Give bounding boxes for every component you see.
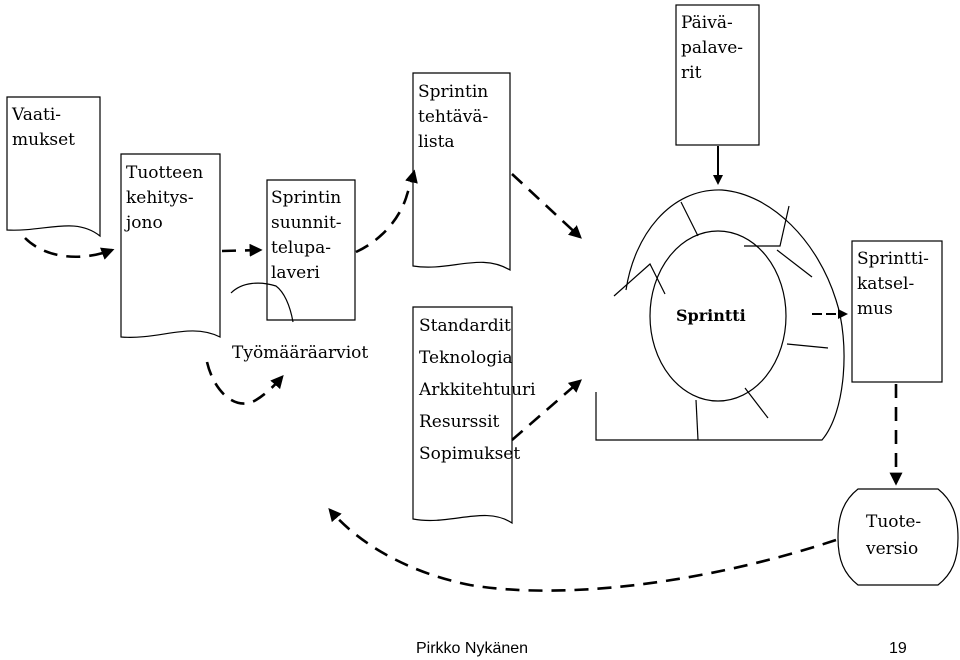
product-version-label: Tuote- versio xyxy=(865,512,927,559)
page-number: 19 xyxy=(889,640,907,657)
flow-backlog-to-estimates xyxy=(205,361,284,405)
flow-planning-to-sprint-backlog xyxy=(355,169,418,254)
daily-meetings-label: Päivä- palave- rit xyxy=(681,13,748,83)
sprint-label: Sprintti xyxy=(676,306,746,325)
sprint-cycle-outer-ring xyxy=(595,189,845,441)
sprint-backlog-document: Sprintin tehtävä- lista xyxy=(412,72,511,272)
estimates-label: Työmääräarviot xyxy=(232,343,368,363)
sprint-cycle-inner-ring xyxy=(649,230,787,402)
constraints-label: Standardit Teknologia Arkkitehtuuri Resu… xyxy=(418,316,541,464)
sprint-backlog-label: Sprintin tehtävä- lista xyxy=(418,82,494,152)
flow-sprint-backlog-to-sprint xyxy=(511,173,582,239)
flow-requirements-to-backlog xyxy=(24,237,115,260)
sprint-cycle: Sprintti xyxy=(595,189,845,441)
requirements-document: Vaati- mukset xyxy=(6,96,101,238)
footer-author: Pirkko Nykänen xyxy=(416,640,528,657)
sprint-review-label: Sprintti- katsel- mus xyxy=(857,249,934,319)
product-version-shape: Tuote- versio xyxy=(837,488,959,586)
estimates-curve xyxy=(230,282,294,323)
flow-constraints-to-sprint xyxy=(511,379,582,441)
sprint-planning-document: Sprintin suunnit- telupa- laveri xyxy=(266,179,356,321)
sprint-review-box: Sprintti- katsel- mus xyxy=(851,240,943,383)
cycle-arrow-mark-left xyxy=(613,263,666,297)
sprint-planning-label: Sprintin suunnit- telupa- laveri xyxy=(271,188,347,283)
product-backlog-document: Tuotteen kehitys- jono xyxy=(120,153,221,338)
product-backlog-label: Tuotteen kehitys- jono xyxy=(124,163,209,233)
flow-backlog-to-planning xyxy=(221,243,263,257)
flow-version-to-backlog xyxy=(328,508,837,592)
constraints-document: Standardit Teknologia Arkkitehtuuri Resu… xyxy=(412,306,541,525)
cycle-arrow-mark-right xyxy=(744,205,790,247)
daily-meetings-box: Päivä- palave- rit xyxy=(675,4,760,146)
requirements-label: Vaati- mukset xyxy=(11,105,75,150)
